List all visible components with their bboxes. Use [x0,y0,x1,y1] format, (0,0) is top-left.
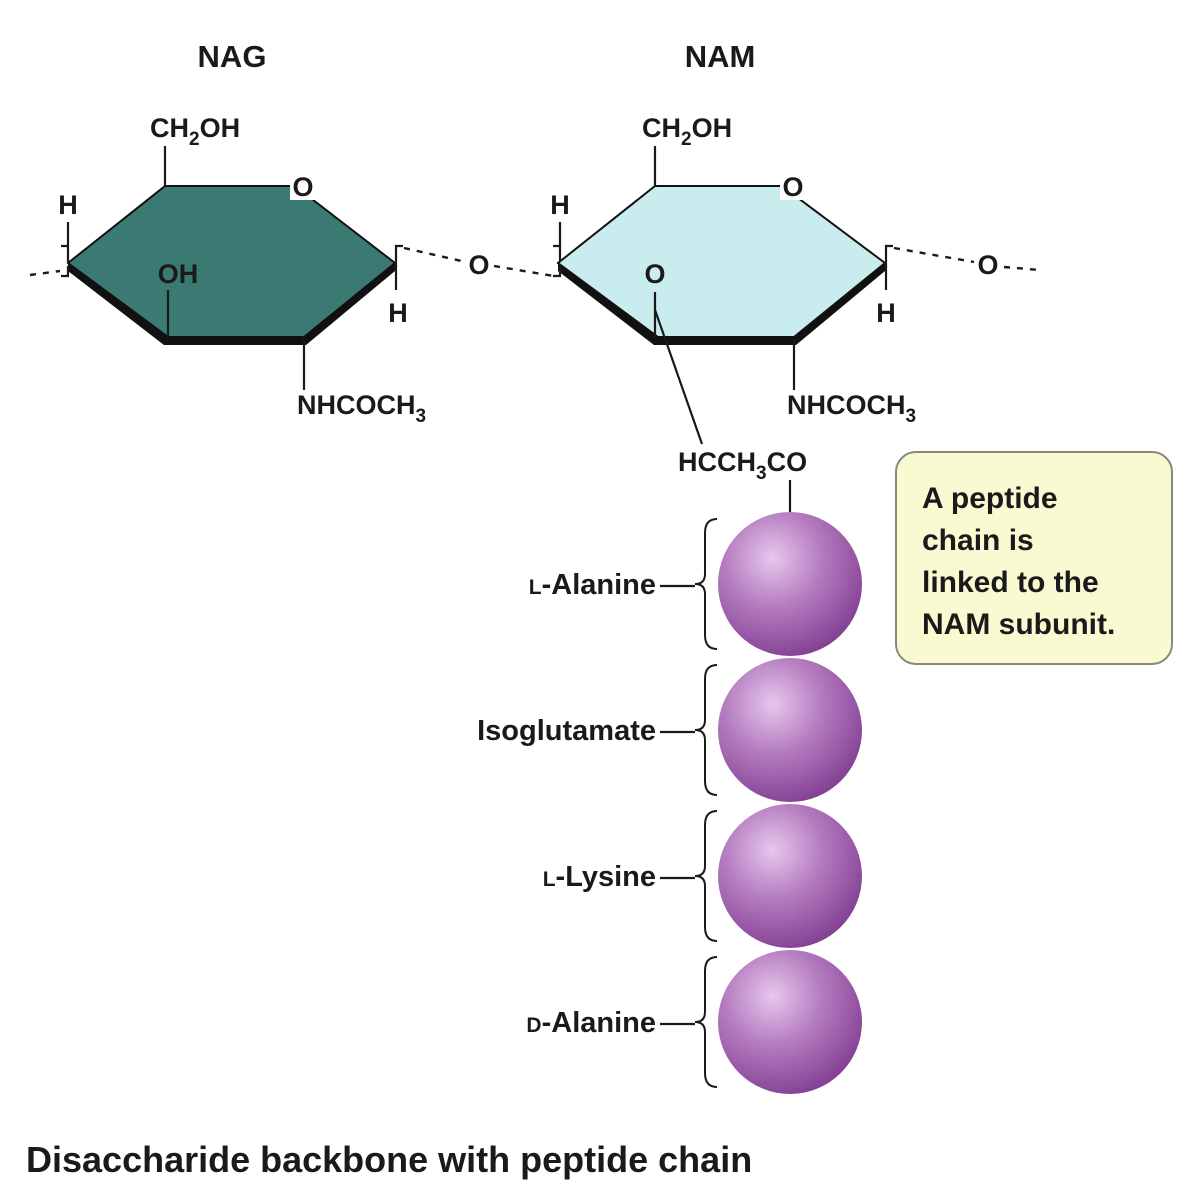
residue-brace-d-alanine [694,956,718,1088]
residue-brace-l-alanine [694,518,718,650]
nam-ring-oxygen: O [782,172,803,202]
nag-ch2oh-label: CH2OH [150,113,240,150]
residue-sphere-isoglutamate [718,658,862,802]
callout-background [895,451,1173,665]
residue-sphere-l-alanine [718,512,862,656]
nag-left-bracket [61,244,70,278]
glycosidic-bond-2: O [893,246,1041,280]
nag-right-h: H [388,298,408,328]
glycosidic-oxygen-2: O [977,250,998,280]
nam-left-bracket [553,244,562,278]
glycosidic-bond-1: O [403,246,555,280]
nam-ring [556,185,887,338]
nag-nhcoch3-label: NHCOCH3 [297,390,426,427]
callout-line-4: NAM subunit. [922,608,1115,641]
nam-nhcoch3-label: NHCOCH3 [787,390,916,427]
lactyl-linker: HCCH3CO [653,309,807,512]
nag-title: NAG [198,39,267,74]
residue-sphere-d-alanine [718,950,862,1094]
nam-sugar: NAM CH2OH O H O H NHCOCH3 [550,39,916,427]
residue-label-d-alanine: D-Alanine [526,1007,656,1039]
residue-sphere-l-lysine [718,804,862,948]
nag-inner-oh: OH [158,259,199,289]
nag-ring-oxygen: O [292,172,313,202]
nag-sugar: NAG CH2OH O H OH H NHCOCH3 [29,39,426,427]
callout-line-1: A peptide [922,482,1058,515]
callout-line-2: chain is [922,524,1034,557]
nam-ch2oh-label: CH2OH [642,113,732,150]
nam-title: NAM [685,39,756,74]
residue-brace-l-lysine [694,810,718,942]
linker-bond [653,309,704,445]
glycosidic-oxygen-1: O [468,250,489,280]
residue-label-l-lysine: L-Lysine [543,861,656,893]
figure-caption: Disaccharide backbone with peptide chain [26,1139,752,1180]
callout-line-3: linked to the [922,566,1099,599]
nag-left-chain [29,269,61,277]
residue-brace-isoglutamate [694,664,718,796]
nam-inner-oxygen: O [644,259,665,289]
nam-right-h: H [876,298,896,328]
nam-left-h: H [550,190,570,220]
residue-label-isoglutamate: Isoglutamate [477,715,656,747]
residue-label-l-alanine: L-Alanine [529,569,656,601]
linker-label: HCCH3CO [678,447,807,484]
nam-right-bracket [884,244,893,290]
nag-right-bracket [394,244,403,290]
callout-box: A peptide chain is linked to the NAM sub… [895,451,1173,665]
nag-left-h: H [58,190,78,220]
nag-ring [66,185,397,338]
